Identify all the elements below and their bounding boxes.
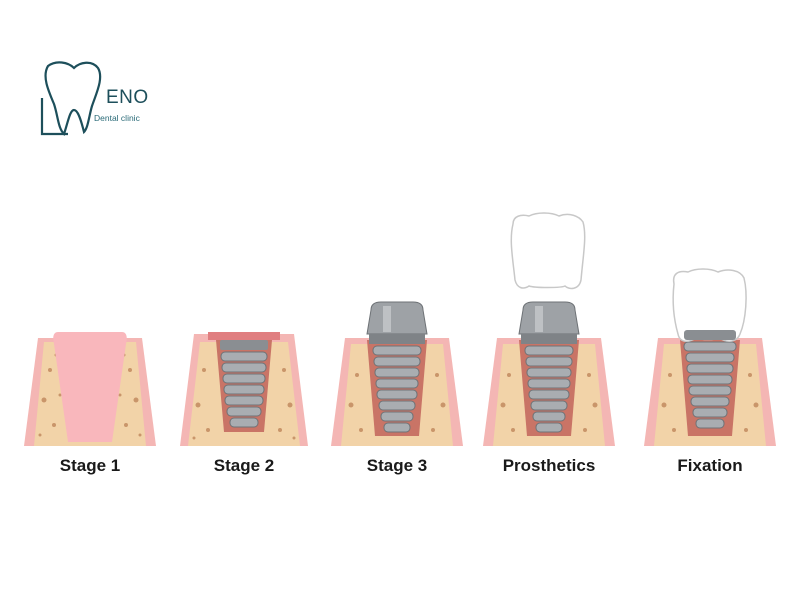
stage-label: Stage 1 bbox=[59, 456, 121, 475]
prosthetics-panel: Prosthetics bbox=[479, 210, 619, 480]
stage-label: Prosthetics bbox=[502, 456, 596, 475]
brand-name: ENO bbox=[106, 87, 149, 108]
stage-label: Stage 3 bbox=[366, 456, 428, 475]
stage-3-panel: Stage 3 bbox=[327, 210, 467, 480]
brand-tagline: Dental clinic bbox=[94, 113, 140, 123]
crown-icon bbox=[672, 268, 747, 342]
empty-socket-illustration bbox=[24, 332, 156, 446]
abutment-illustration bbox=[331, 301, 463, 446]
crown-icon bbox=[510, 212, 586, 290]
crown-placement-illustration bbox=[483, 212, 615, 446]
fixation-panel: Fixation bbox=[640, 210, 780, 480]
fixed-crown-illustration bbox=[644, 268, 776, 446]
stage-label: Fixation bbox=[677, 456, 743, 475]
clinic-logo: ENO Dental clinic bbox=[38, 58, 168, 138]
stage-label: Stage 2 bbox=[213, 456, 275, 475]
tooth-logo-icon bbox=[40, 61, 102, 137]
stage-1-panel: Stage 1 bbox=[20, 210, 160, 480]
implant-screw-illustration bbox=[180, 332, 308, 446]
stage-2-panel: Stage 2 bbox=[174, 210, 314, 480]
